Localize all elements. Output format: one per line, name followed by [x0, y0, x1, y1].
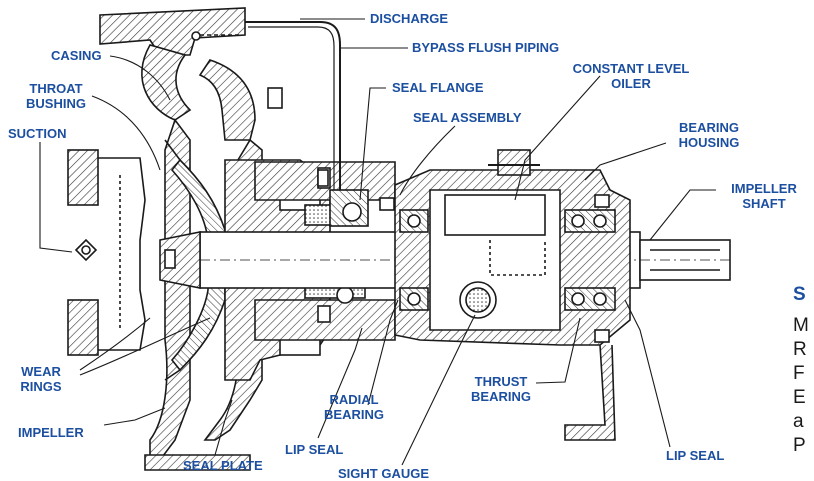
side-text-line: F	[793, 363, 805, 384]
label-seal-plate: SEAL PLATE	[183, 458, 263, 473]
label-thrust-bearing-line1: THRUST	[474, 374, 528, 389]
side-text-line: a	[793, 411, 804, 432]
label-impeller-shaft-line2: SHAFT	[742, 196, 786, 211]
label-throat-bushing-line1: THROAT	[29, 81, 83, 96]
label-radial-bearing-line2: BEARING	[324, 407, 384, 422]
radial-bearing	[399, 209, 429, 311]
label-bearing-housing-line1: BEARING	[679, 120, 739, 135]
side-text-line: M	[793, 315, 809, 336]
label-thrust-bearing-line2: BEARING	[471, 389, 531, 404]
label-lip-seal-left: LIP SEAL	[285, 442, 344, 457]
impeller	[164, 139, 226, 381]
side-text-line: R	[793, 339, 807, 360]
label-wear-rings: WEAR RINGS	[10, 364, 72, 394]
side-text-line: P	[793, 435, 806, 456]
label-impeller-shaft-line1: IMPELLER	[731, 181, 797, 196]
label-discharge: DISCHARGE	[370, 11, 449, 26]
label-throat-bushing: THROAT BUSHING	[20, 81, 92, 111]
label-casing: CASING	[51, 48, 102, 63]
discharge-flange	[99, 7, 246, 56]
frame-foot	[564, 344, 616, 441]
label-wear-rings-line1: WEAR	[21, 364, 61, 379]
label-throat-bushing-line2: BUSHING	[26, 96, 86, 111]
label-bearing-housing-line2: HOUSING	[678, 135, 740, 150]
label-constant-level-oiler: CONSTANT LEVEL OILER	[556, 61, 706, 91]
label-radial-bearing-line1: RADIAL	[329, 392, 379, 407]
sight-gauge	[459, 281, 497, 319]
thrust-bearing	[564, 209, 616, 311]
side-text-column: M R F E a P	[793, 314, 809, 458]
label-suction: SUCTION	[8, 126, 67, 141]
side-title-fragment: S	[793, 284, 806, 305]
label-constant-level-oiler-line1: CONSTANT LEVEL	[572, 61, 690, 76]
label-bypass-flush-piping: BYPASS FLUSH PIPING	[412, 40, 560, 55]
label-sight-gauge: SIGHT GAUGE	[338, 466, 430, 481]
suction-flange	[67, 149, 146, 356]
bolts	[267, 87, 610, 343]
label-constant-level-oiler-line2: OILER	[611, 76, 651, 91]
label-bearing-housing: BEARING HOUSING	[666, 120, 752, 150]
label-wear-rings-line2: RINGS	[20, 379, 62, 394]
side-text-line: E	[793, 387, 806, 408]
label-thrust-bearing: THRUST BEARING	[462, 374, 540, 404]
label-seal-flange: SEAL FLANGE	[392, 80, 484, 95]
label-impeller-shaft: IMPELLER SHAFT	[722, 181, 806, 211]
label-impeller: IMPELLER	[18, 425, 84, 440]
label-radial-bearing: RADIAL BEARING	[318, 392, 390, 422]
label-seal-assembly: SEAL ASSEMBLY	[413, 110, 522, 125]
leader-lines	[39, 18, 716, 466]
bearing-housing	[394, 149, 631, 346]
label-lip-seal-right: LIP SEAL	[666, 448, 725, 463]
